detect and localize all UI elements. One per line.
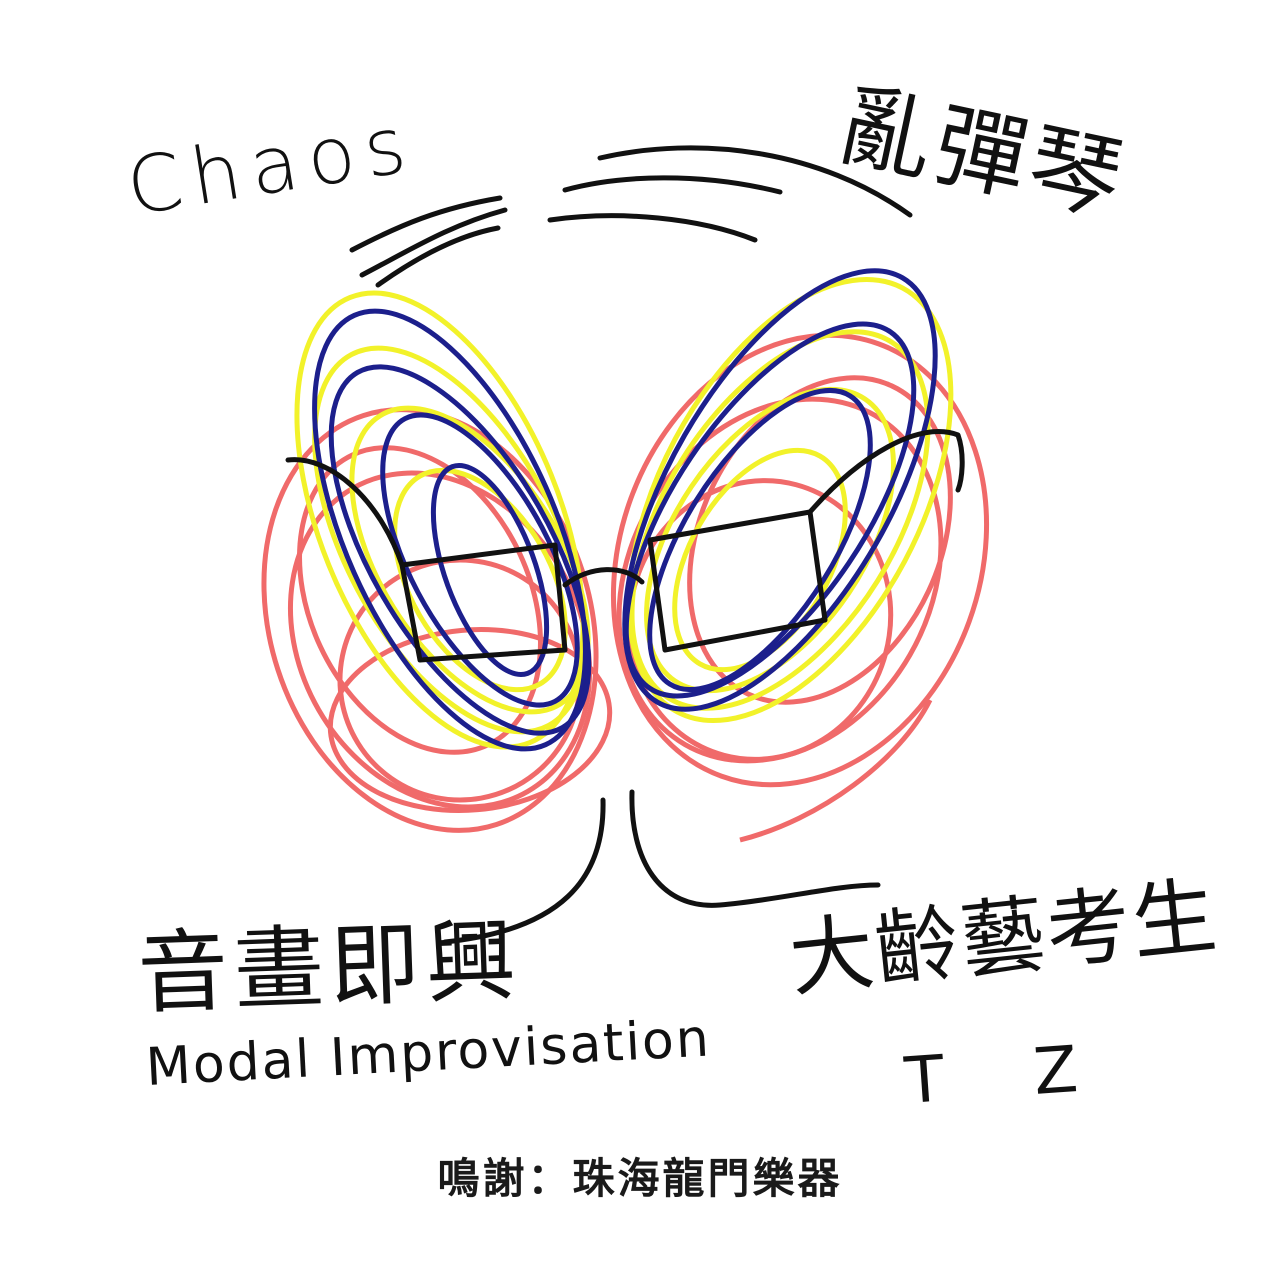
bracket-lines <box>442 789 881 945</box>
modal-improvisation-chinese: 音畫即興 <box>136 908 524 1027</box>
right-temple <box>807 429 965 515</box>
navy-scribble-loops <box>312 268 938 752</box>
acknowledgement-credit: 鳴謝：珠海龍門樂器 <box>437 1154 843 1203</box>
right-lens <box>647 509 828 653</box>
motion-lines <box>349 145 913 288</box>
left-temple <box>285 457 405 568</box>
glasses-bridge <box>562 567 645 588</box>
artist-initials: TZ <box>902 1026 1170 1119</box>
left-lens <box>399 542 568 663</box>
glasses-drawing <box>285 429 965 663</box>
